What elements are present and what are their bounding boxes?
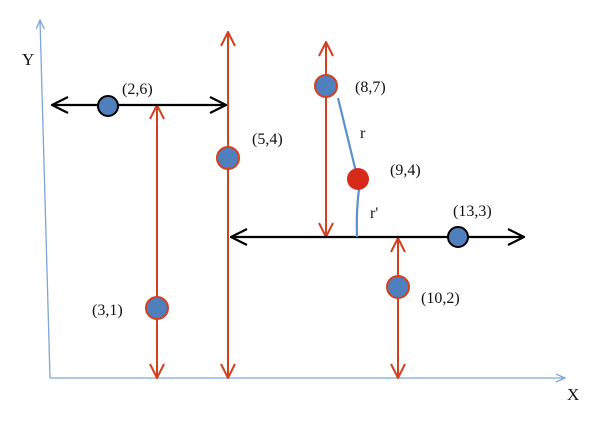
point-13-3 [447, 226, 469, 248]
point-10-2 [386, 275, 410, 299]
label-3-1: (3,1) [92, 302, 123, 319]
axes: X Y [22, 20, 579, 404]
point-2-6 [97, 95, 119, 117]
point-5-4 [216, 146, 240, 170]
point-8-7 [314, 74, 338, 98]
y-axis-label: Y [22, 50, 34, 69]
y-axis [40, 20, 51, 379]
distance-lines [336, 97, 361, 238]
horizontal-splits [52, 105, 524, 237]
label-2-6: (2,6) [122, 81, 153, 98]
label-distance-r: r [360, 125, 366, 142]
label-10-2: (10,2) [421, 290, 460, 307]
point-3-1 [145, 296, 169, 320]
label-8-7: (8,7) [355, 79, 386, 96]
query-point-9-4 [347, 168, 369, 190]
data-points [97, 74, 469, 320]
distance-line-r [336, 97, 358, 173]
label-13-3: (13,3) [453, 203, 492, 220]
point-labels: (2,6) (5,4) (8,7) (3,1) (10,2) (13,3) (9… [92, 79, 492, 319]
x-axis-label: X [567, 385, 579, 404]
label-5-4: (5,4) [252, 131, 283, 148]
distance-line-r-prime [355, 188, 361, 238]
label-query-9-4: (9,4) [390, 162, 421, 179]
label-distance-r-prime: r' [370, 205, 378, 222]
